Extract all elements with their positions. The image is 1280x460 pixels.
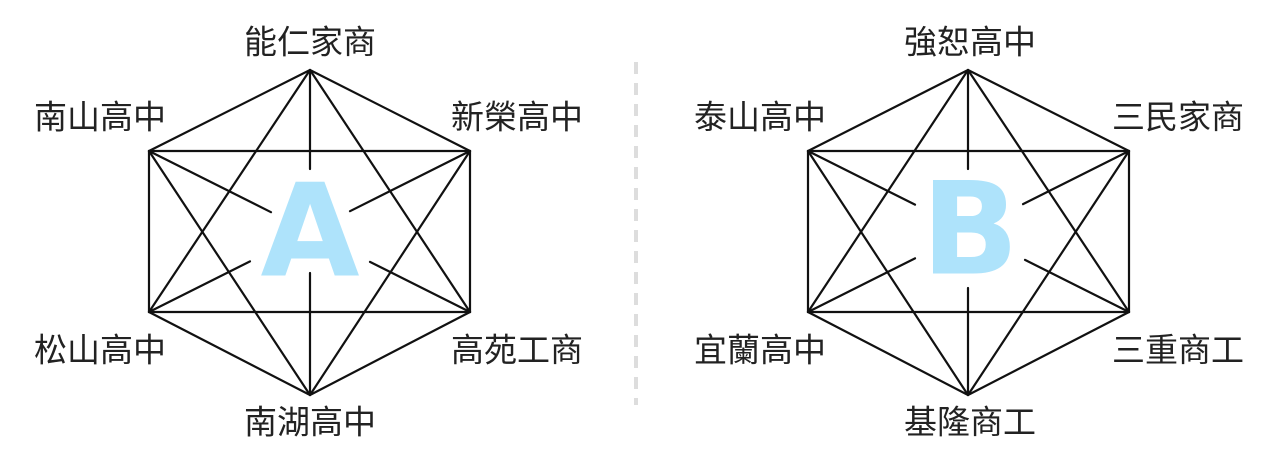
edge-upper-right-to-lower-left-right (1021, 149, 1131, 206)
edge-bottom-to-lower-left (806, 310, 970, 397)
group-letter-a: A (260, 158, 359, 307)
edge-top-to-lower-right (308, 68, 472, 314)
vertex-label-upper-right: 三民家商 (1112, 98, 1244, 137)
edge-lower-right-to-upper-left-right (1023, 258, 1131, 314)
vertex-label-upper-left: 泰山高中 (694, 98, 826, 137)
edge-upper-right-to-lower-left-left (806, 257, 917, 314)
edge-upper-right-to-bottom (966, 149, 1131, 397)
vertex-label-bottom: 基隆商工 (904, 403, 1036, 442)
edge-lower-right-to-bottom (308, 310, 472, 397)
edge-lower-right-to-upper-left-right (368, 260, 472, 314)
edge-upper-right-to-bottom (308, 149, 472, 397)
vertex-label-top: 強恕高中 (904, 23, 1036, 62)
hexagon-diagram-b: B 強恕高中 三民家商 三重商工 基隆商工 宜蘭高中 泰山高中 (694, 23, 1244, 442)
edge-upper-right-to-lower-left-right (348, 149, 472, 213)
vertex-label-top: 能仁家商 (244, 23, 376, 62)
edge-top-to-lower-left (147, 68, 312, 314)
hexagon-diagram-a: A 能仁家商 新榮高中 高苑工商 南湖高中 松山高中 南山高中 (34, 23, 583, 442)
edge-lower-right-to-upper-left-left (147, 149, 273, 214)
edge-bottom-to-lower-left (147, 310, 312, 397)
vertex-label-lower-right: 高苑工商 (451, 331, 583, 370)
edge-top-to-upper-right (966, 68, 1131, 153)
edge-top-to-lower-right (966, 68, 1131, 314)
vertex-label-upper-right: 新榮高中 (451, 98, 583, 137)
edge-bottom-to-upper-left (147, 149, 312, 397)
vertex-label-lower-left: 松山高中 (34, 331, 166, 370)
edge-top-to-lower-left (806, 68, 970, 314)
vertex-label-lower-right: 三重商工 (1112, 331, 1244, 370)
vertex-label-upper-left: 南山高中 (34, 98, 166, 137)
edge-top-to-upper-left (147, 68, 312, 153)
edge-upper-right-to-lower-left-left (147, 260, 252, 314)
edge-lower-right-to-bottom (966, 310, 1131, 397)
vertex-label-bottom: 南湖高中 (244, 403, 376, 442)
edge-top-to-upper-left (806, 68, 970, 153)
group-letter-b: B (921, 156, 1019, 305)
vertex-label-lower-left: 宜蘭高中 (694, 331, 826, 370)
edge-lower-right-to-upper-left-left (806, 149, 917, 206)
edge-top-to-upper-right (308, 68, 472, 153)
